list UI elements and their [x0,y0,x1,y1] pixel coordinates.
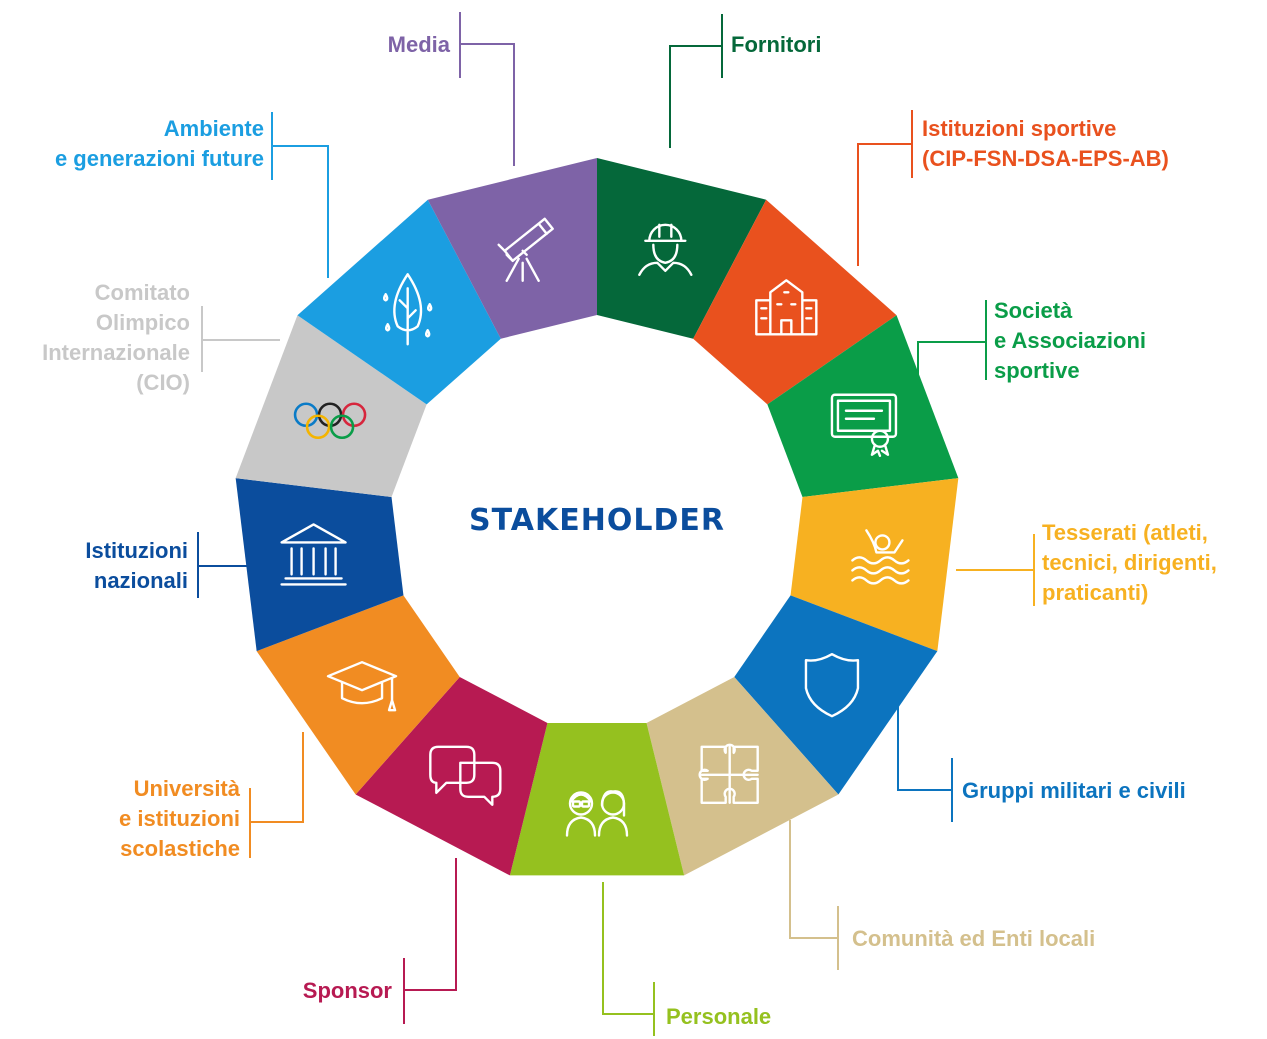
label-line: Sponsor [303,978,393,1003]
telescope-icon [497,217,554,282]
label-line: Istituzioni [85,538,188,563]
label-line: Università [134,776,241,801]
segment-12 [427,158,597,339]
leader-line-8 [249,732,304,858]
label-line: sportive [994,358,1080,383]
leader-line-9 [197,532,250,598]
leader-line-2 [917,300,987,380]
segment-10 [235,315,427,498]
chat-bubbles-icon [429,745,502,806]
label-comunit-ed-enti-locali: Comunità ed Enti locali [852,926,1095,951]
leader-line-0 [669,14,723,148]
swimmer-icon [851,529,910,585]
leader-line-7 [403,858,457,1024]
leader-line-4 [897,698,953,822]
label-line: nazionali [94,568,188,593]
leader-line-6 [602,882,655,1036]
leader-line-10 [201,306,280,372]
label-line: Fornitori [731,32,821,57]
stakeholder-ring [235,158,959,876]
label-line: Gruppi militari e civili [962,778,1186,803]
olympic-rings-icon [293,402,367,440]
leader-lines [197,12,1035,1036]
segment-8 [256,595,460,795]
label-personale: Personale [666,1004,771,1029]
segment-9 [235,478,404,652]
label-societ-e-associazioni-sportive: Società e Associazioni sportive [994,298,1146,383]
label-line: e Associazioni [994,328,1146,353]
label-line: scolastiche [120,836,240,861]
worker-helmet-icon [638,223,693,276]
label-line: Tesserati (atleti, [1042,520,1208,545]
label-tesserati: Tesserati (atleti, tecnici, dirigenti, pra… [1042,520,1217,605]
label-line: Comunità ed Enti locali [852,926,1095,951]
leader-line-1 [857,110,913,266]
label-line: Ambiente [164,116,264,141]
center-title: STAKEHOLDER [469,503,725,538]
segment-1 [693,199,897,405]
leader-line-3 [956,534,1035,606]
label-sponsor: Sponsor [303,978,393,1003]
certificate-icon [830,393,898,457]
label-line: Personale [666,1004,771,1029]
label-line: Internazionale [42,340,190,365]
segment-7 [355,676,548,876]
segment-4 [734,595,938,795]
leader-line-11 [271,112,329,278]
graduation-cap-icon [326,660,398,712]
label-line: Olimpico [96,310,190,335]
segment-0 [597,158,767,339]
puzzle-icon [698,743,759,804]
segment-5 [646,676,839,876]
segment-6 [509,722,685,876]
label-gruppi-militari-e-civili: Gruppi militari e civili [962,778,1186,803]
label-line: tecnici, dirigenti, [1042,550,1217,575]
label-fornitori: Fornitori [731,32,821,57]
label-line: e istituzioni [119,806,240,831]
label-line: Comitato [95,280,190,305]
leader-line-5 [789,820,839,970]
segment-11 [297,199,501,405]
label-line: Istituzioni sportive [922,116,1116,141]
label-media: Media [388,32,451,57]
label-line: (CIP-FSN-DSA-EPS-AB) [922,146,1169,171]
people-icon [565,790,629,837]
label-istituzioni-sportive: Istituzioni sportive (CIP-FSN-DSA-EPS-AB) [922,116,1169,171]
segment-icons [280,217,910,837]
temple-icon [280,523,347,586]
leader-line-12 [459,12,515,166]
label-ambiente-e-generazioni-future: Ambiente e generazioni future [55,116,264,171]
building-icon [755,279,818,336]
leaf-icon [382,273,433,346]
label-line: e generazioni future [55,146,264,171]
shield-icon [804,652,860,718]
label-line: (CIO) [136,370,190,395]
label-line: praticanti) [1042,580,1148,605]
label-line: Società [994,298,1073,323]
label-universit-e-istituzioni-scolastiche: Università e istituzioni scolastiche [119,776,241,861]
label-line: Media [388,32,451,57]
segment-2 [767,315,959,498]
label-istituzioni-nazionali: Istituzioni nazionali [85,538,188,593]
